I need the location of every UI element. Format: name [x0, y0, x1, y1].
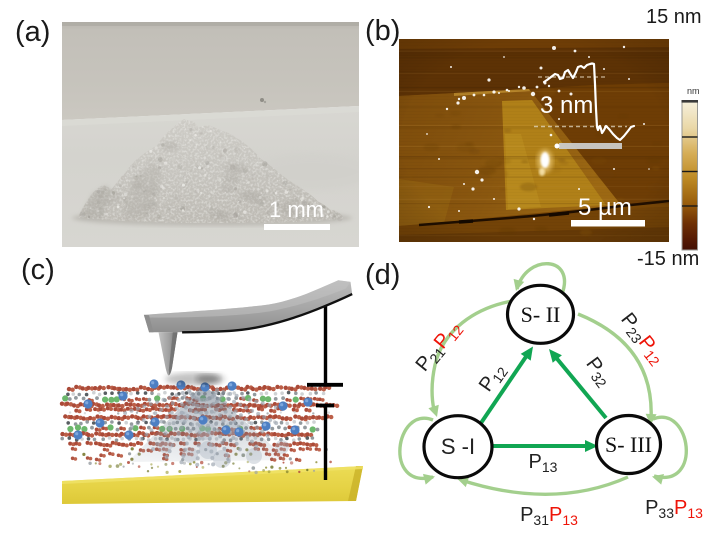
svg-text:S- II: S- II [521, 302, 561, 327]
svg-text:P21P12: P21P12 [412, 317, 467, 377]
svg-text:1 mm: 1 mm [269, 197, 324, 222]
svg-text:P32: P32 [580, 353, 617, 391]
svg-text:3 nm: 3 nm [540, 92, 593, 119]
svg-text:5 µm: 5 µm [578, 194, 632, 221]
svg-text:P13: P13 [529, 451, 558, 475]
svg-text:S -I: S -I [441, 434, 475, 459]
svg-text:P31P13: P31P13 [520, 504, 578, 528]
svg-text:S- III: S- III [605, 432, 652, 457]
svg-text:nm: nm [687, 86, 700, 96]
svg-text:P12: P12 [475, 359, 511, 397]
svg-text:P33P13: P33P13 [645, 497, 703, 521]
svg-text:P23P12: P23P12 [615, 309, 670, 370]
